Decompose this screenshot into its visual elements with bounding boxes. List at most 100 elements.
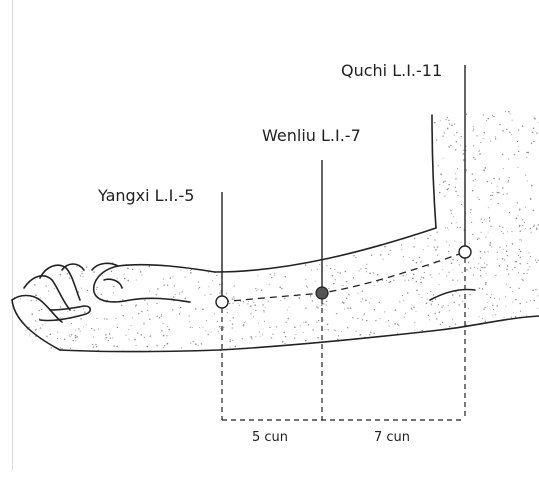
stipple-dot: [41, 206, 43, 208]
stipple-dot: [531, 143, 532, 144]
stipple-dot: [402, 275, 403, 276]
stipple-dot: [163, 279, 164, 280]
stipple-dot: [533, 226, 534, 227]
stipple-dot: [105, 126, 106, 127]
stipple-dot: [389, 152, 390, 153]
stipple-dot: [440, 120, 441, 121]
stipple-dot: [489, 220, 490, 221]
stipple-dot: [430, 193, 431, 194]
stipple-dot: [351, 174, 352, 175]
stipple-dot: [337, 165, 338, 166]
stipple-dot: [214, 313, 215, 314]
stipple-dot: [516, 261, 517, 262]
stipple-dot: [485, 321, 487, 323]
stipple-dot: [60, 347, 61, 348]
stipple-dot: [75, 337, 77, 339]
stipple-dot: [101, 170, 102, 171]
stipple-dot: [93, 126, 94, 127]
stipple-dot: [454, 124, 455, 125]
stipple-dot: [449, 245, 450, 246]
stipple-dot: [71, 334, 72, 335]
stipple-dot: [14, 214, 15, 215]
stipple-dot: [14, 122, 15, 123]
stipple-dot: [86, 324, 87, 325]
stipple-dot: [233, 296, 234, 297]
stipple-dot: [442, 322, 443, 323]
stipple-dot: [455, 187, 456, 188]
stipple-dot: [455, 323, 456, 324]
stipple-dot: [520, 310, 521, 311]
stipple-dot: [240, 252, 242, 254]
stipple-dot: [102, 230, 104, 232]
stipple-dot: [338, 171, 339, 172]
stipple-dot: [155, 154, 156, 155]
stipple-dot: [80, 203, 81, 204]
stipple-dot: [194, 127, 195, 128]
stipple-dot: [472, 234, 473, 235]
stipple-dot: [74, 310, 75, 311]
stipple-dot: [334, 330, 335, 331]
stipple-dot: [361, 199, 362, 200]
stipple-dot: [290, 191, 291, 192]
stipple-dot: [35, 348, 36, 349]
stipple-dot: [426, 112, 427, 113]
stipple-dot: [140, 334, 142, 336]
stipple-dot: [262, 304, 263, 305]
stipple-dot: [176, 184, 178, 186]
stipple-dot: [80, 318, 81, 319]
stipple-dot: [445, 181, 446, 182]
stipple-dot: [364, 313, 365, 314]
stipple-dot: [272, 333, 273, 334]
stipple-dot: [363, 314, 364, 315]
stipple-dot: [228, 177, 229, 178]
stipple-dot: [116, 346, 118, 348]
stipple-dot: [17, 268, 18, 269]
stipple-dot: [537, 295, 538, 296]
stipple-dot: [366, 340, 367, 341]
stipple-dot: [149, 266, 151, 268]
stipple-dot: [65, 120, 66, 121]
stipple-dot: [178, 143, 180, 145]
stipple-dot: [238, 303, 239, 304]
stipple-dot: [514, 267, 515, 268]
stipple-dot: [496, 305, 498, 307]
stipple-dot: [537, 308, 538, 309]
stipple-dot: [46, 336, 47, 337]
stipple-dot: [298, 184, 299, 185]
stipple-dot: [310, 353, 311, 354]
stipple-dot: [478, 316, 479, 317]
stipple-dot: [507, 231, 508, 232]
stipple-dot: [257, 193, 258, 194]
stipple-dot: [520, 251, 521, 252]
stipple-dot: [526, 302, 527, 303]
stipple-dot: [226, 127, 227, 128]
stipple-dot: [361, 301, 362, 302]
stipple-dot: [259, 254, 260, 255]
stipple-dot: [486, 273, 487, 274]
stipple-dot: [503, 233, 504, 234]
stipple-dot: [36, 329, 37, 330]
stipple-dot: [258, 322, 259, 323]
stipple-dot: [349, 107, 350, 108]
stipple-dot: [310, 243, 311, 244]
stipple-dot: [135, 229, 136, 230]
stipple-dot: [356, 159, 357, 160]
stipple-dot: [506, 129, 507, 130]
stipple-dot: [149, 319, 150, 320]
stipple-dot: [475, 185, 476, 186]
stipple-dot: [405, 191, 406, 192]
stipple-dot: [285, 183, 286, 184]
stipple-dot: [319, 264, 320, 265]
stipple-dot: [407, 209, 408, 210]
stipple-dot: [303, 123, 304, 124]
stipple-dot: [294, 327, 296, 329]
stipple-dot: [536, 262, 537, 263]
stipple-dot: [402, 223, 403, 224]
stipple-dot: [207, 223, 208, 224]
stipple-dot: [41, 121, 42, 122]
stipple-dot: [334, 148, 336, 150]
stipple-dot: [333, 283, 334, 284]
stipple-dot: [284, 343, 285, 344]
stipple-dot: [440, 331, 441, 332]
stipple-dot: [530, 199, 531, 200]
